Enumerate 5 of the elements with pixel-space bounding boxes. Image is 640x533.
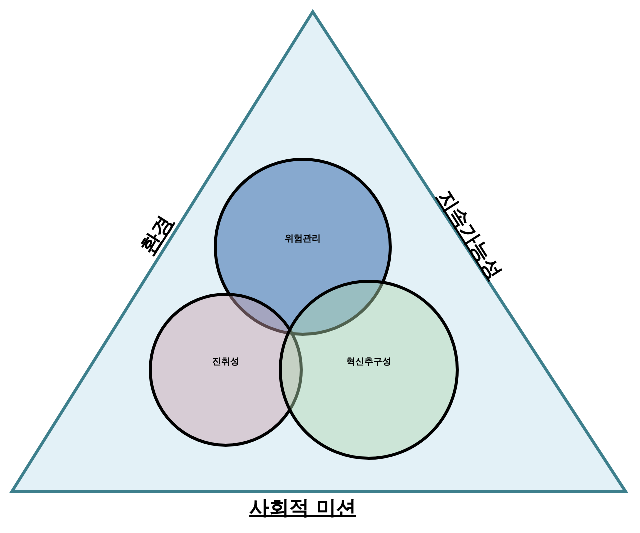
side-label: 사회적 미션: [250, 494, 356, 522]
circle-label: 진취성: [212, 356, 240, 368]
circle-label: 혁신추구성: [346, 356, 392, 368]
side-label: 환경: [134, 210, 178, 260]
circle-label: 위험관리: [285, 234, 321, 246]
